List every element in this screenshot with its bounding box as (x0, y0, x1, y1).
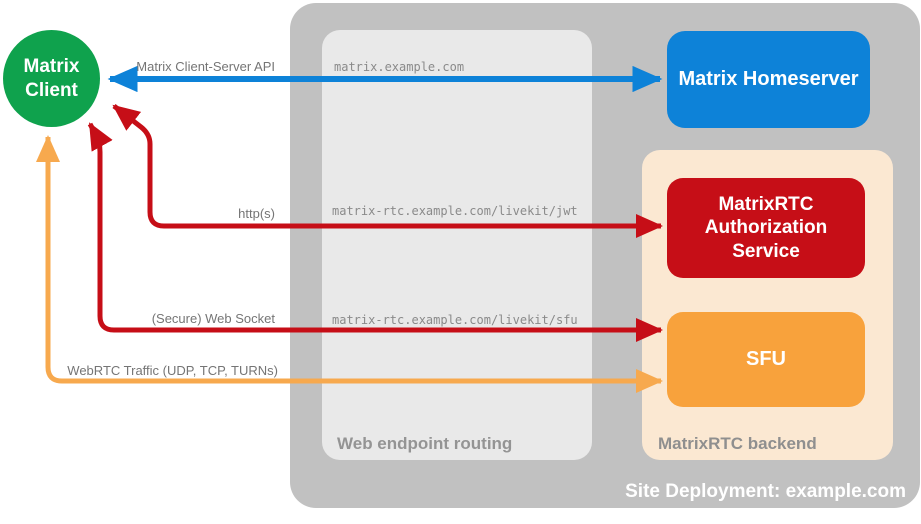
sfu-label: SFU (746, 348, 786, 370)
webrtc-traffic-edge-label: WebRTC Traffic (UDP, TCP, TURNs) (67, 363, 278, 378)
matrixrtc-backend-label: MatrixRTC backend (658, 434, 817, 453)
websocket-edge-label: (Secure) Web Socket (151, 311, 275, 326)
client-server-api-edge-label: Matrix Client-Server API (136, 59, 275, 74)
web-endpoint-routing-label: Web endpoint routing (337, 434, 513, 453)
web-endpoint-routing-box (322, 30, 592, 460)
route-url-livekit-jwt: matrix-rtc.example.com/livekit/jwt (332, 204, 578, 218)
route-url-livekit-sfu: matrix-rtc.example.com/livekit/sfu (332, 313, 578, 327)
matrix-client-label-line2: Client (25, 79, 78, 101)
route-url-homeserver: matrix.example.com (334, 60, 465, 74)
matrixrtc-authorization-service-node: MatrixRTC Authorization Service (667, 178, 865, 278)
matrix-client-label-line1: Matrix (23, 55, 80, 77)
auth-service-label-line2: Authorization (704, 217, 828, 239)
https-edge-label: http(s) (238, 206, 275, 221)
auth-service-label-line3: Service (732, 240, 800, 262)
auth-service-label-line1: MatrixRTC (718, 194, 814, 216)
matrix-client-node: Matrix Client (3, 30, 100, 127)
matrix-homeserver-node: Matrix Homeserver (667, 31, 870, 128)
matrix-homeserver-label: Matrix Homeserver (678, 68, 859, 90)
site-deployment-label: Site Deployment: example.com (625, 481, 906, 502)
sfu-node: SFU (667, 312, 865, 407)
